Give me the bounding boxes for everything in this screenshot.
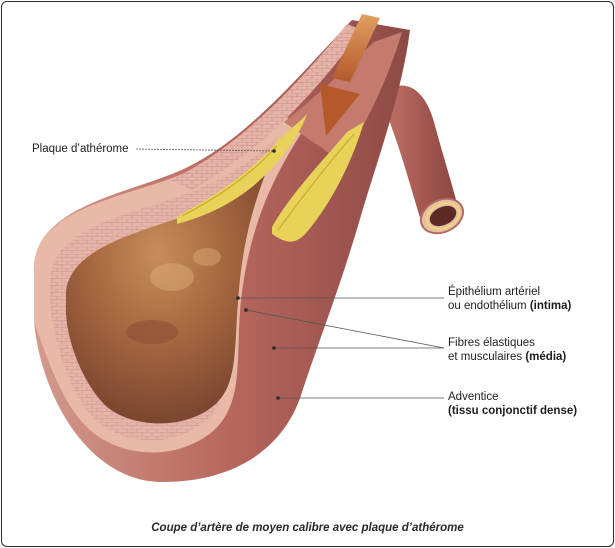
leader-lines (135, 148, 445, 399)
label-adventice: Adventice (tissu conjonctif dense) (448, 391, 578, 417)
label-media: Fibres élastiques et musculaires (média) (448, 337, 567, 363)
leader-dots (236, 149, 280, 400)
plaque-deposits (177, 114, 364, 242)
label-plaque: Plaque d’athérome (32, 143, 129, 155)
figure-caption: Coupe d’artère de moyen calibre avec pla… (151, 522, 464, 534)
blood-flow-arrow (320, 14, 380, 136)
branch-vessel (380, 85, 465, 235)
artery-lumen (65, 162, 270, 424)
label-intima: Épithélium artériel ou endothélium (inti… (448, 286, 572, 312)
